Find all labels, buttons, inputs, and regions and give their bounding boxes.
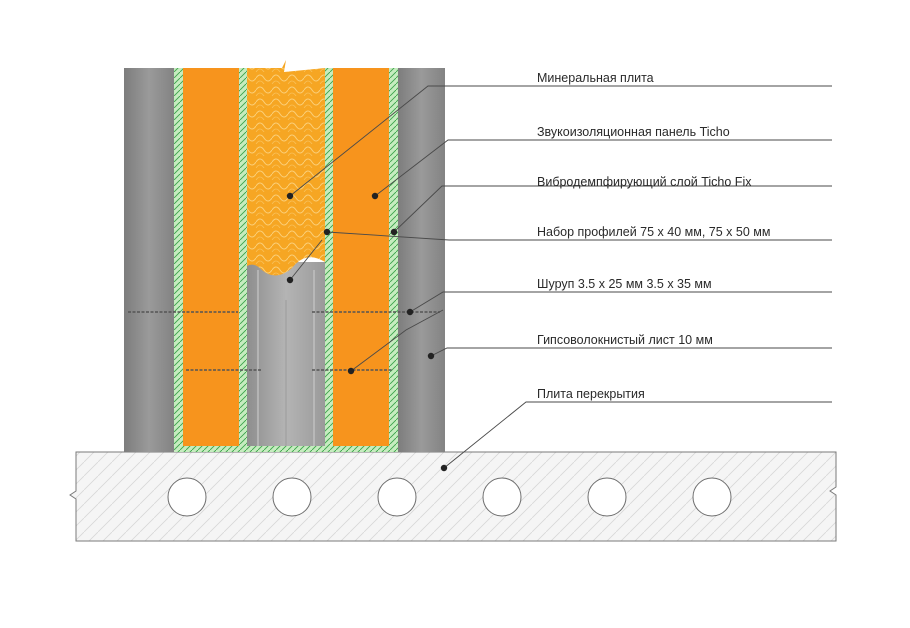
slab-void (692, 477, 732, 517)
label-profiles: Набор профилей 75 х 40 мм, 75 х 50 мм (537, 225, 770, 239)
slab-void (377, 477, 417, 517)
label-floor-slab: Плита перекрытия (537, 387, 645, 401)
sound-panel-right (333, 68, 389, 452)
label-mineral-board: Минеральная плита (537, 71, 654, 85)
vibration-layer-right (389, 68, 398, 452)
vibration-layer-inner-right (325, 68, 333, 452)
floor-slab (69, 451, 837, 542)
vibration-layer-inner-left (239, 68, 247, 452)
label-vibration-layer: Вибродемпфирующий слой Ticho Fix (537, 175, 752, 189)
slab-void (482, 477, 522, 517)
gypsum-sheet-left (124, 68, 174, 452)
sound-panel-left (183, 68, 239, 452)
vibration-layer-left (174, 68, 183, 452)
slab-void (167, 477, 207, 517)
leaders (286, 85, 832, 472)
slab-void (272, 477, 312, 517)
label-screw: Шуруп 3.5 х 25 мм 3.5 х 35 мм (537, 277, 712, 291)
gypsum-sheet-right (398, 68, 445, 452)
wall-layers (124, 60, 445, 452)
label-sound-panel: Звукоизоляционная панель Ticho (537, 125, 730, 139)
label-gypsum-sheet: Гипсоволокнистый лист 10 мм (537, 333, 713, 347)
mineral-wool (247, 60, 325, 276)
slab-void (587, 477, 627, 517)
screws (128, 311, 440, 371)
